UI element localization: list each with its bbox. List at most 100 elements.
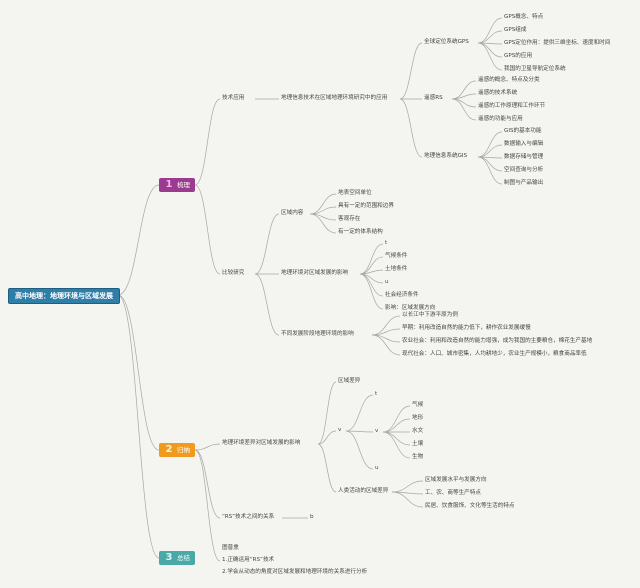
node-ei-3[interactable]: u <box>385 279 389 285</box>
node-region-diff[interactable]: 区域差异 <box>338 378 361 384</box>
section-label: 总结 <box>177 554 190 562</box>
node-rs-2[interactable]: 遥感的技术系统 <box>478 90 518 96</box>
node-diff-impact[interactable]: 地理环境差异对区域发展的影响 <box>222 440 301 446</box>
connector-line <box>382 418 411 433</box>
node-climate[interactable]: 气候 <box>412 402 424 408</box>
connector-line <box>399 98 423 158</box>
node-gps[interactable]: 全球定位系统GPS <box>424 39 469 45</box>
node-rs-4[interactable]: 遥感的功能与应用 <box>478 116 523 122</box>
connector-line <box>451 98 477 108</box>
node-si-1[interactable]: 以长江中下游平原为例 <box>402 312 458 318</box>
node-rs-1[interactable]: 遥感的概念、特点及分类 <box>478 77 540 83</box>
connector-line <box>477 42 503 58</box>
node-ei-1[interactable]: 气候条件 <box>385 253 408 259</box>
connector-line <box>117 294 160 559</box>
connector-line <box>451 98 477 121</box>
node-hd-2[interactable]: 工、农、商等生产特点 <box>425 490 481 496</box>
connector-line <box>399 42 423 100</box>
connector-line <box>477 42 503 71</box>
node-ei-0[interactable]: t <box>385 240 388 246</box>
node-rc-2[interactable]: 具有一定的范围和边界 <box>338 203 394 209</box>
node-rc-3[interactable]: 客观存在 <box>338 216 361 222</box>
connector-line <box>317 430 337 445</box>
connector-line <box>194 98 221 186</box>
node-si-4[interactable]: 现代社会：人口、城市密集，人均耕地少，农业生产规模小，粮食商品率低 <box>402 351 587 357</box>
node-ei-4[interactable]: 社会经济条件 <box>385 292 419 298</box>
node-v1[interactable]: v <box>338 427 342 433</box>
node-env-impact[interactable]: 地理环境对区域发展的影响 <box>281 270 349 276</box>
connector-line <box>382 431 411 446</box>
node-tech-app[interactable]: 技术应用 <box>222 95 245 101</box>
node-rc-4[interactable]: 有一定的体系结构 <box>338 229 383 235</box>
node-t2[interactable]: t <box>375 391 378 397</box>
connector-line <box>477 30 503 44</box>
connector-line <box>254 213 280 275</box>
connector-line <box>391 491 424 508</box>
node-rc-1[interactable]: 地表空间单位 <box>338 190 372 196</box>
node-hydrology[interactable]: 水文 <box>412 428 424 434</box>
connector-line <box>371 315 401 336</box>
node-summary-1[interactable]: 图普熏 <box>222 545 239 551</box>
node-gps-1[interactable]: GPS概念、特点 <box>504 14 544 20</box>
node-u2[interactable]: u <box>375 465 379 471</box>
node-summary-3[interactable]: 2.学会从动态的角度对区域发展和地理环境的关系进行分析 <box>222 569 368 575</box>
root-node[interactable]: 高中地理：地理环境与区域发展 <box>8 288 120 304</box>
node-gis-5[interactable]: 制图与产品输出 <box>504 180 544 186</box>
connector-line <box>359 256 384 275</box>
connector-line <box>345 430 374 433</box>
node-gis-4[interactable]: 空间查询与分析 <box>504 167 544 173</box>
node-si-2[interactable]: 早期：利用改造自然的能力低下，耕作农业发展缓慢 <box>402 325 531 331</box>
connector-line <box>477 17 503 44</box>
node-gps-3[interactable]: GPS定位作用：提供三维坐标、速度和时间 <box>504 40 611 46</box>
section-number: 3 <box>165 552 173 563</box>
node-ei-2[interactable]: 土地条件 <box>385 266 408 272</box>
node-rs-app[interactable]: 地理信息技术在区域地理环境研究中的应用 <box>281 95 388 101</box>
node-rs-relation[interactable]: “RS”技术之间的关系 <box>222 514 275 520</box>
connector-line <box>317 443 337 493</box>
node-rs-3[interactable]: 遥感的工作原理和工作环节 <box>478 103 546 109</box>
node-hd-1[interactable]: 区域发展水平与发展方向 <box>425 477 487 483</box>
node-gis-1[interactable]: GIS的基本功能 <box>504 128 542 134</box>
connector-line <box>451 80 477 100</box>
connector-line <box>371 334 401 356</box>
connector-line <box>382 405 411 433</box>
connector-line <box>382 431 411 459</box>
connector-line <box>345 394 374 432</box>
node-gis[interactable]: 地理信息系统GIS <box>424 153 468 159</box>
node-human-diff[interactable]: 人类活动的区域差异 <box>338 488 389 494</box>
connector-line <box>359 273 384 297</box>
node-gps-2[interactable]: GPS组成 <box>504 27 527 33</box>
node-v2[interactable]: v <box>375 428 379 434</box>
connector-line <box>477 144 503 158</box>
node-summary-2[interactable]: 1.正确运用“RS”技术 <box>222 557 275 563</box>
node-gis-2[interactable]: 数据输入与编辑 <box>504 141 544 147</box>
node-gis-3[interactable]: 数据存储与管理 <box>504 154 544 160</box>
connector-line <box>391 480 424 493</box>
connector-line <box>477 131 503 158</box>
node-region-content[interactable]: 区域内容 <box>281 210 304 216</box>
node-terrain[interactable]: 地形 <box>412 415 424 421</box>
node-soil[interactable]: 土壤 <box>412 441 424 447</box>
connector-line <box>359 273 384 310</box>
node-rs[interactable]: 遥感RS <box>424 95 443 101</box>
node-gps-4[interactable]: GPS的应用 <box>504 53 533 59</box>
node-hd-3[interactable]: 民居、饮食服饰、文化等生活的特点 <box>425 503 515 509</box>
node-stage-impact[interactable]: 不同发展阶段地理环境的影响 <box>281 331 354 337</box>
node-biology[interactable]: 生物 <box>412 454 424 460</box>
node-ei-5[interactable]: 影响：区域发展方向 <box>385 305 436 311</box>
connector-line <box>117 184 160 296</box>
node-gps-5[interactable]: 我国的卫星导航定位系统 <box>504 66 566 72</box>
connector-line <box>359 243 384 275</box>
connector-line <box>309 193 337 215</box>
section-3-node[interactable]: 3 总结 <box>159 551 195 565</box>
connector-line <box>194 184 221 275</box>
connector-line <box>345 430 374 470</box>
node-compare[interactable]: 比较研究 <box>222 270 245 276</box>
section-label: 归纳 <box>177 446 190 454</box>
node-b[interactable]: b <box>310 514 314 520</box>
node-si-3[interactable]: 农业社会：利用和改造自然的能力增强，成为我国的主要粮仓，棉花生产基地 <box>402 338 593 344</box>
connector-line <box>309 213 337 234</box>
